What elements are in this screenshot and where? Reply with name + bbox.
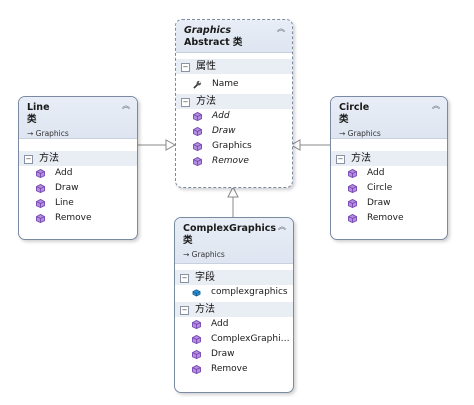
member-method[interactable]: Add xyxy=(176,109,292,124)
member-method[interactable]: Add xyxy=(19,166,137,181)
minus-toggle-icon[interactable]: − xyxy=(181,98,190,107)
class-header[interactable]: Graphics Abstract 类 ︽ xyxy=(176,20,292,53)
minus-toggle-icon[interactable]: − xyxy=(180,306,189,315)
member-name: Line xyxy=(55,198,74,208)
member-name: Remove xyxy=(211,364,248,374)
section-fields[interactable]: − 字段 xyxy=(175,270,293,285)
member-name: Circle xyxy=(367,183,393,193)
section-label: 方法 xyxy=(351,153,371,164)
class-name: Circle xyxy=(339,102,370,113)
class-name: Graphics xyxy=(184,25,231,36)
method-cube-icon xyxy=(193,127,202,136)
member-method[interactable]: Draw xyxy=(175,347,293,362)
member-method[interactable]: Circle xyxy=(331,181,447,196)
member-name: Draw xyxy=(212,126,236,136)
method-cube-icon xyxy=(348,199,357,208)
method-cube-icon xyxy=(348,214,357,223)
class-name: ComplexGraphics xyxy=(183,223,277,234)
method-cube-icon xyxy=(36,214,45,223)
class-box-circle[interactable]: Circle 类 → Graphics ︽ − 方法 Add Circle Dr… xyxy=(330,96,448,240)
double-chevron-up-icon[interactable]: ︽ xyxy=(278,222,286,231)
member-method[interactable]: Draw xyxy=(176,124,292,139)
member-name: Remove xyxy=(55,213,92,223)
section-label: 方法 xyxy=(196,96,216,107)
section-label: 方法 xyxy=(39,153,59,164)
member-method[interactable]: ComplexGraphi… xyxy=(175,332,293,347)
method-cube-icon xyxy=(348,169,357,178)
member-method[interactable]: Add xyxy=(175,317,293,332)
complex-inheritance-arrowhead xyxy=(227,185,239,198)
class-box-line[interactable]: Line 类 → Graphics ︽ − 方法 Add Draw Line R… xyxy=(18,96,138,240)
section-label: 字段 xyxy=(195,272,215,283)
double-chevron-up-icon[interactable]: ︽ xyxy=(122,101,130,110)
method-cube-icon xyxy=(192,320,201,329)
line-inheritance-arrowhead xyxy=(165,139,177,151)
class-box-complexgraphics[interactable]: ComplexGraphics 类 → Graphics ︽ − 字段 comp… xyxy=(174,217,294,393)
member-method[interactable]: Remove xyxy=(19,211,137,226)
section-methods[interactable]: − 方法 xyxy=(331,151,447,166)
method-cube-icon xyxy=(36,184,45,193)
section-properties[interactable]: − 属性 xyxy=(176,59,292,74)
double-chevron-up-icon[interactable]: ︽ xyxy=(277,24,285,33)
minus-toggle-icon[interactable]: − xyxy=(336,155,345,164)
member-method[interactable]: Graphics xyxy=(176,139,292,154)
class-stereotype: 类 xyxy=(27,114,37,125)
member-name: complexgraphics xyxy=(211,287,288,297)
class-header[interactable]: ComplexGraphics 类 → Graphics ︽ xyxy=(175,218,293,264)
member-name: ComplexGraphi… xyxy=(211,334,290,344)
method-cube-icon xyxy=(192,350,201,359)
section-label: 属性 xyxy=(196,61,216,72)
member-name: Draw xyxy=(367,198,391,208)
minus-toggle-icon[interactable]: − xyxy=(181,63,190,72)
member-name: Add xyxy=(211,319,229,329)
method-cube-icon xyxy=(348,184,357,193)
member-name: Add xyxy=(367,168,385,178)
minus-toggle-icon[interactable]: − xyxy=(24,155,33,164)
member-method[interactable]: Remove xyxy=(176,154,292,169)
method-cube-icon xyxy=(36,199,45,208)
member-name: Remove xyxy=(367,213,404,223)
method-cube-icon xyxy=(193,142,202,151)
method-cube-icon xyxy=(192,365,201,374)
method-cube-icon xyxy=(192,335,201,344)
base-class-label: → Graphics xyxy=(27,129,69,138)
member-property[interactable]: Name xyxy=(176,77,292,92)
member-name: Add xyxy=(55,168,73,178)
field-icon xyxy=(192,289,201,297)
member-name: Graphics xyxy=(212,141,252,151)
class-stereotype: Abstract 类 xyxy=(184,37,243,48)
class-box-graphics[interactable]: Graphics Abstract 类 ︽ − 属性 Name − 方法 Add… xyxy=(175,19,293,188)
member-method[interactable]: Remove xyxy=(175,362,293,377)
member-method[interactable]: Remove xyxy=(331,211,447,226)
member-method[interactable]: Add xyxy=(331,166,447,181)
section-methods[interactable]: − 方法 xyxy=(176,94,292,109)
member-name: Draw xyxy=(211,349,235,359)
class-stereotype: 类 xyxy=(183,235,193,246)
wrench-icon xyxy=(193,80,202,89)
member-method[interactable]: Line xyxy=(19,196,137,211)
minus-toggle-icon[interactable]: − xyxy=(180,274,189,283)
member-method[interactable]: Draw xyxy=(19,181,137,196)
class-stereotype: 类 xyxy=(339,114,349,125)
section-label: 方法 xyxy=(195,304,215,315)
member-method[interactable]: Draw xyxy=(331,196,447,211)
member-name: Draw xyxy=(55,183,79,193)
member-field[interactable]: complexgraphics xyxy=(175,285,293,300)
method-cube-icon xyxy=(193,157,202,166)
base-class-label: → Graphics xyxy=(183,250,225,259)
section-methods[interactable]: − 方法 xyxy=(175,302,293,317)
double-chevron-up-icon[interactable]: ︽ xyxy=(432,101,440,110)
member-name: Name xyxy=(212,79,239,89)
class-name: Line xyxy=(27,102,50,113)
member-name: Add xyxy=(212,111,230,121)
section-methods[interactable]: − 方法 xyxy=(19,151,137,166)
member-name: Remove xyxy=(212,156,249,166)
class-header[interactable]: Circle 类 → Graphics ︽ xyxy=(331,97,447,139)
method-cube-icon xyxy=(36,169,45,178)
circle-inheritance-arrowhead xyxy=(289,139,301,151)
base-class-label: → Graphics xyxy=(339,129,381,138)
method-cube-icon xyxy=(193,112,202,121)
class-header[interactable]: Line 类 → Graphics ︽ xyxy=(19,97,137,139)
